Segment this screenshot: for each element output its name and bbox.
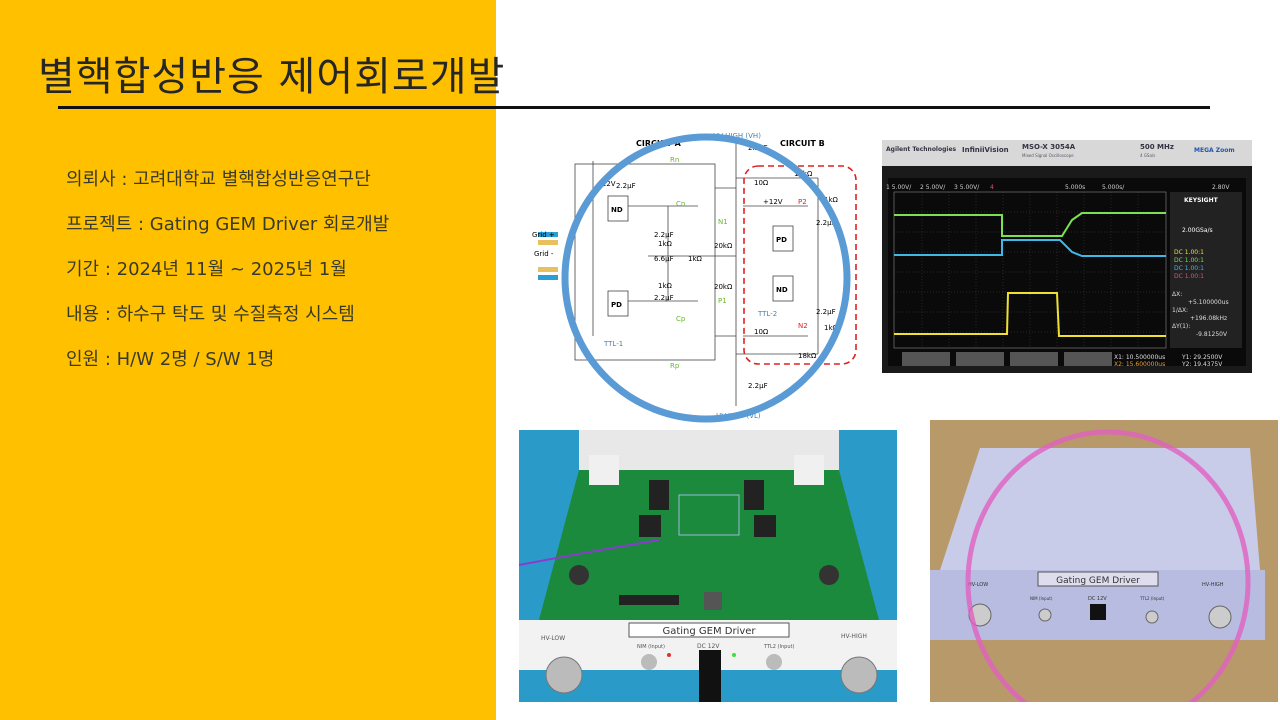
pcb-nim-label: NIM (Input) <box>637 644 665 650</box>
scope-model: MSO-X 3054A <box>1022 143 1076 151</box>
dy-value: -9.81250V <box>1196 331 1228 338</box>
cap-label: 2.2µF <box>816 219 836 227</box>
p1-label: P1 <box>718 297 727 305</box>
scope-series: InfiniiVision <box>962 146 1009 154</box>
ch2-scale: 2 5.00V/ <box>920 184 946 191</box>
pcb-dc-label: DC 12V <box>697 643 720 650</box>
grid-minus-label: Grid - <box>534 250 554 258</box>
res-20k-label: 20kΩ <box>714 283 733 291</box>
pcb-ttl2-label: TTL2 (Input) <box>763 644 794 650</box>
time-div: 5.000s/ <box>1102 184 1125 191</box>
info-content: 내용 : 하수구 탁도 및 수질측정 시스템 <box>66 304 355 325</box>
pd-label: PD <box>611 301 622 309</box>
cap-label: 2.2µF <box>748 382 768 390</box>
scope-model-sub: Mixed Signal Oscilloscope <box>1022 153 1074 158</box>
cursor-y1: Y1: 29.2500V <box>1181 354 1223 361</box>
sample-rate: 2.00GSa/s <box>1182 227 1213 234</box>
scope-sample: 4 GSa/s <box>1140 153 1155 158</box>
res-label: 1kΩ <box>688 255 703 263</box>
cursor-x2: X2: 15.600000us <box>1114 361 1165 368</box>
cap-label: 2.2µF <box>816 308 836 316</box>
oscilloscope-photo: Agilent Technologies InfiniiVision MSO-X… <box>882 140 1252 373</box>
cursor-y2: Y2: 19.4375V <box>1181 361 1223 368</box>
ch4-scale: 4 <box>990 184 994 191</box>
box-hv-low-label: HV-LOW <box>968 582 988 588</box>
rn-label: Rn <box>670 156 679 164</box>
box-hv-high-label: HV-HIGH <box>1202 582 1224 588</box>
pcb-hv-high-label: HV-HIGH <box>841 633 867 640</box>
trigger-level: 2.80V <box>1212 184 1230 191</box>
inv-dx-value: +196.08kHz <box>1190 315 1227 322</box>
info-period: 기간 : 2024년 11월 ~ 2025년 1월 <box>66 259 347 280</box>
cn-label: Cn <box>676 200 685 208</box>
n1-label: N1 <box>718 218 728 226</box>
res-label: 1kΩ <box>824 324 839 332</box>
probe-ch2: DC 1.00:1 <box>1174 257 1204 264</box>
scope-brand: Agilent Technologies <box>886 146 957 153</box>
nd-label: ND <box>611 206 623 214</box>
pcb-photo: Gating GEM Driver HV-LOW HV-HIGH NIM (In… <box>519 430 897 702</box>
res-label: 1kΩ <box>658 282 673 290</box>
res-label: 1kΩ <box>658 240 673 248</box>
box-panel-label: Gating GEM Driver <box>1056 576 1140 586</box>
side-panel <box>0 0 496 720</box>
info-client: 의뢰사 : 고려대학교 별핵합성반응연구단 <box>66 169 371 190</box>
cp-label: Cp <box>676 315 686 323</box>
ch1-scale: 1 5.00V/ <box>886 184 912 191</box>
enclosure-photo: Gating GEM Driver HV-LOW HV-HIGH NIM (In… <box>930 420 1278 702</box>
res-10-label: 10Ω <box>754 328 769 336</box>
probe-ch3: DC 1.00:1 <box>1174 265 1204 272</box>
circuit-diagram: CIRCUIT A CIRCUIT B HV-HIGH (VH) HV-LOW … <box>518 96 870 426</box>
probe-ch4: DC 1.00:1 <box>1174 273 1204 280</box>
res-label: 1kΩ <box>824 196 839 204</box>
time-position: 5.000s <box>1065 184 1085 191</box>
dx-label: ΔX: <box>1172 291 1182 298</box>
cap-66-label: 6.6µF <box>654 255 674 263</box>
cursor-x1: X1: 10.500000us <box>1114 354 1165 361</box>
ttl1-label: TTL-1 <box>603 340 623 348</box>
pcb-hv-low-label: HV-LOW <box>541 635 565 642</box>
grid-plus-label: Grid + <box>532 231 555 239</box>
inv-dx-label: 1/ΔX: <box>1172 307 1188 314</box>
cap-label: 2.2µF <box>654 294 674 302</box>
box-nim-label: NIM (Input) <box>1030 596 1053 601</box>
info-project: 프로젝트 : Gating GEM Driver 회로개발 <box>66 214 390 235</box>
info-staff: 인원 : H/W 2명 / S/W 1명 <box>66 349 275 370</box>
scope-bandwidth: 500 MHz <box>1140 143 1174 151</box>
dy-label: ΔY(1): <box>1172 323 1190 330</box>
scope-zoom-logo: MEGA Zoom <box>1194 147 1235 154</box>
v12-label: +12V <box>596 180 616 188</box>
p2-label: P2 <box>798 198 807 206</box>
circuit-b-label: CIRCUIT B <box>780 139 825 148</box>
slide-title: 별핵합성반응 제어회로개발 <box>38 54 506 100</box>
cap-label: 2.2µF <box>616 182 636 190</box>
ttl2-label: TTL-2 <box>757 310 777 318</box>
box-ttl2-label: TTL2 (Input) <box>1139 596 1165 601</box>
res-18k-label: 18kΩ <box>798 352 817 360</box>
title-divider <box>58 106 1210 109</box>
pcb-panel-label: Gating GEM Driver <box>662 626 756 637</box>
v12-label-b: +12V <box>763 198 783 206</box>
box-dc-label: DC 12V <box>1088 596 1107 602</box>
pd-label-b: PD <box>776 236 787 244</box>
probe-ch1: DC 1.00:1 <box>1174 249 1204 256</box>
cap-label: 2.2µF <box>654 231 674 239</box>
ch3-scale: 3 5.00V/ <box>954 184 980 191</box>
keysight-logo: KEYSIGHT <box>1184 197 1219 204</box>
res-10-label: 10Ω <box>754 179 769 187</box>
nd-label-b: ND <box>776 286 788 294</box>
n2-label: N2 <box>798 322 808 330</box>
res-20k-label: 20kΩ <box>714 242 733 250</box>
hv-high-label: HV-HIGH (VH) <box>713 132 761 140</box>
rp-label: Rp <box>670 362 680 370</box>
dx-value: +5.100000us <box>1188 299 1229 306</box>
